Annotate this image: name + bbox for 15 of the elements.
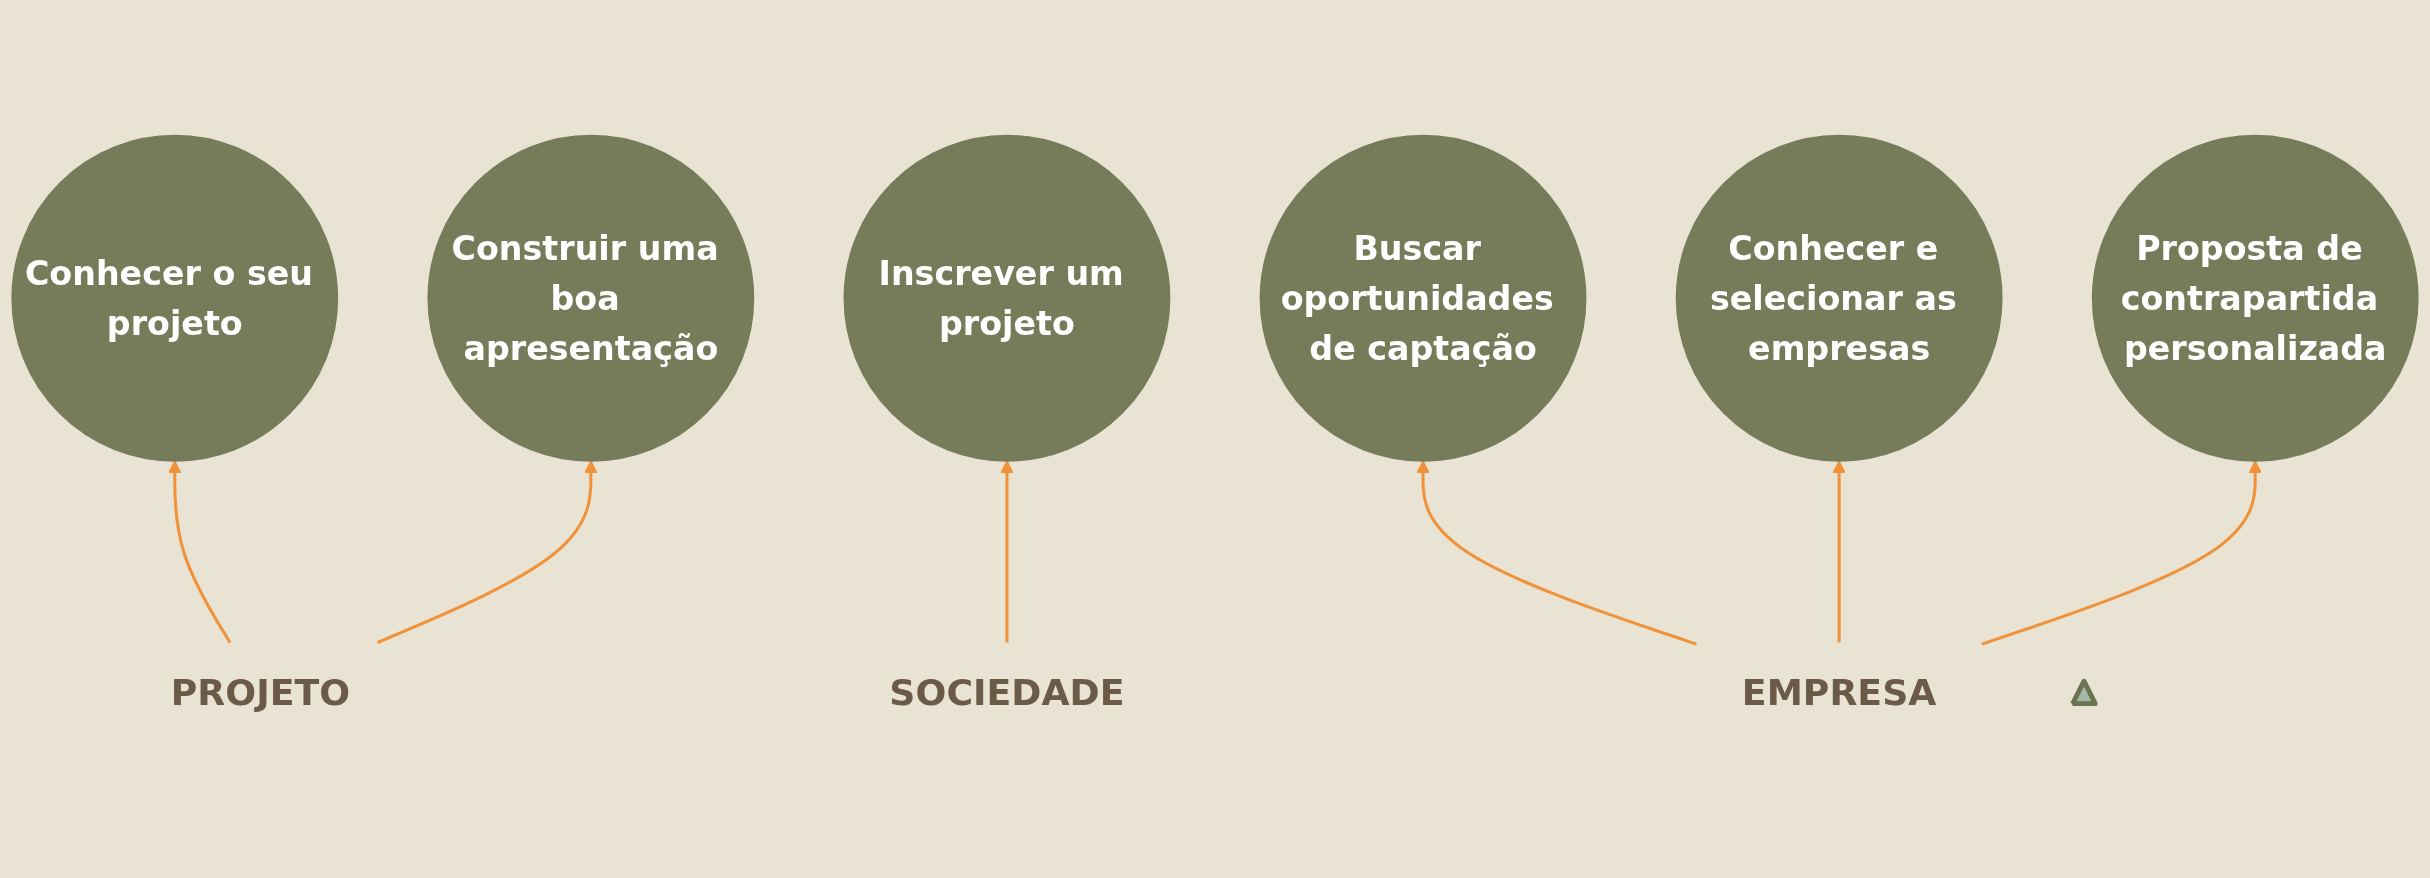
arrow [1832,460,1846,643]
node-circle: Inscrever um projeto [843,134,1171,462]
node-circle: Construir uma boa apresentação [427,134,755,462]
node-circle: Conhecer e selecionar as empresas [1675,134,2003,462]
node-circle: Conhecer o seu projeto [11,134,339,462]
arrow [1000,460,1014,643]
node-text: PROJETO [170,671,351,714]
arrow [1416,460,1697,646]
arrow [377,460,598,644]
node-text: SOCIEDADE [889,671,1125,714]
node-text: EMPRESA [1741,671,1937,714]
node-circle: Proposta de contrapartida personalizada [2091,134,2419,462]
arrow [1981,460,2262,646]
arrow [168,460,232,644]
node-circle: Buscar oportunidades de captação [1259,134,1587,462]
